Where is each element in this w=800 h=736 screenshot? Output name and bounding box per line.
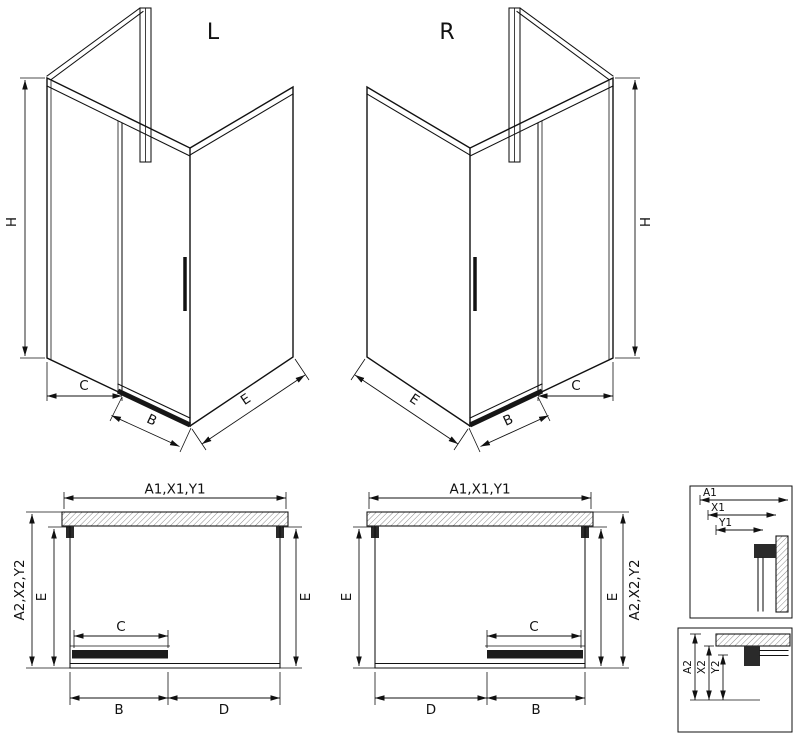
dim-label-d: D [219,702,229,718]
dim-label-y2: Y2 [710,660,722,674]
dim-label-b: B [531,702,540,718]
front-glass-panel [46,76,191,428]
dim-label-a1x1y1: A1,X1,Y1 [449,482,510,498]
dim-label-a1x1y1: A1,X1,Y1 [144,482,205,498]
back-wall-hatch [61,511,289,527]
dim-label-a1: A1 [703,487,717,499]
dim-a2: A2 [682,633,701,700]
variant-title-l: L [207,20,220,45]
dim-a2x2y2-l: A2,X2,Y2 [12,511,70,669]
detail-view-a2: A2 X2 Y2 [677,627,793,733]
dim-x2: X2 [696,645,714,700]
detail-view-a1: A1 X1 Y1 [689,485,793,619]
dim-label-c: C [571,378,580,394]
dim-e-left-r: E [339,526,375,669]
top-rail [46,85,191,157]
dim-fixed-l: C [46,362,123,401]
dim-label-e: E [34,593,50,602]
dim-label-c: C [529,619,538,635]
dim-e-right-r: E [585,526,621,666]
dim-fixed-r: C [537,362,614,401]
dim-y1: Y1 [715,517,763,535]
mounting-profile [744,646,760,666]
dim-y2: Y2 [710,654,728,700]
dim-label-d: D [426,702,436,718]
iso-view-right: R H C [350,7,654,453]
dim-a1: A1 [699,487,788,505]
dim-label-e: E [339,593,355,602]
dim-opening-l: C [73,619,169,648]
dim-side-r: E [350,358,469,451]
dim-label-b: B [144,411,159,429]
dim-side-l: E [191,358,310,451]
dim-label-b: B [114,702,123,718]
dim-e-right-l: E [280,526,314,669]
dim-height-l: H [4,77,45,359]
dim-bottom-l: B D [69,672,281,718]
dim-bottom-r: D B [374,672,586,718]
dim-label-a2x2y2: A2,X2,Y2 [12,559,28,620]
dim-label-e: E [238,391,254,409]
plan-view-left: A1,X1,Y1 A2,X2,Y2 E E C [12,482,314,719]
sliding-door-plan [487,650,583,659]
dim-label-a2x2y2: A2,X2,Y2 [627,559,643,620]
dim-e-left-l: E [34,526,70,666]
side-glass-panel [366,85,471,427]
dim-opening-r: C [486,619,582,648]
dim-height-r: H [615,77,654,359]
dim-label-h: H [638,217,654,227]
dim-x1: X1 [707,502,776,520]
top-rail [469,85,614,157]
iso-view-left: L H [4,7,310,453]
dim-a2x2y2-r: A2,X2,Y2 [585,511,643,669]
back-wall-hatch [366,511,594,527]
dim-label-x2: X2 [696,660,708,674]
dim-label-e: E [298,593,314,602]
variant-title-r: R [439,20,454,45]
detail-frame [689,485,793,619]
mounting-profile [754,544,776,558]
wall-hatch [775,535,789,613]
dim-a1x1y1-l: A1,X1,Y1 [63,482,287,509]
dim-label-b: B [501,411,516,429]
dim-label-e: E [406,391,422,409]
detail-frame [677,627,793,733]
plan-view-right: A1,X1,Y1 E E A2,X2,Y2 C [339,482,643,719]
wall-hatch [715,633,791,647]
dim-label-e: E [605,593,621,602]
dim-a1x1y1-r: A1,X1,Y1 [368,482,592,509]
front-glass-panel [469,76,614,428]
dim-label-c: C [116,619,125,635]
enclosure-drawing-l [46,7,294,428]
dim-label-h: H [4,217,20,227]
dim-label-x1: X1 [711,502,725,514]
dim-label-a2: A2 [682,660,694,674]
dim-label-y1: Y1 [718,517,732,529]
enclosure-drawing-r [366,7,614,428]
sliding-door-plan [72,650,168,659]
dim-label-c: C [79,378,88,394]
side-glass-panel [189,85,294,427]
